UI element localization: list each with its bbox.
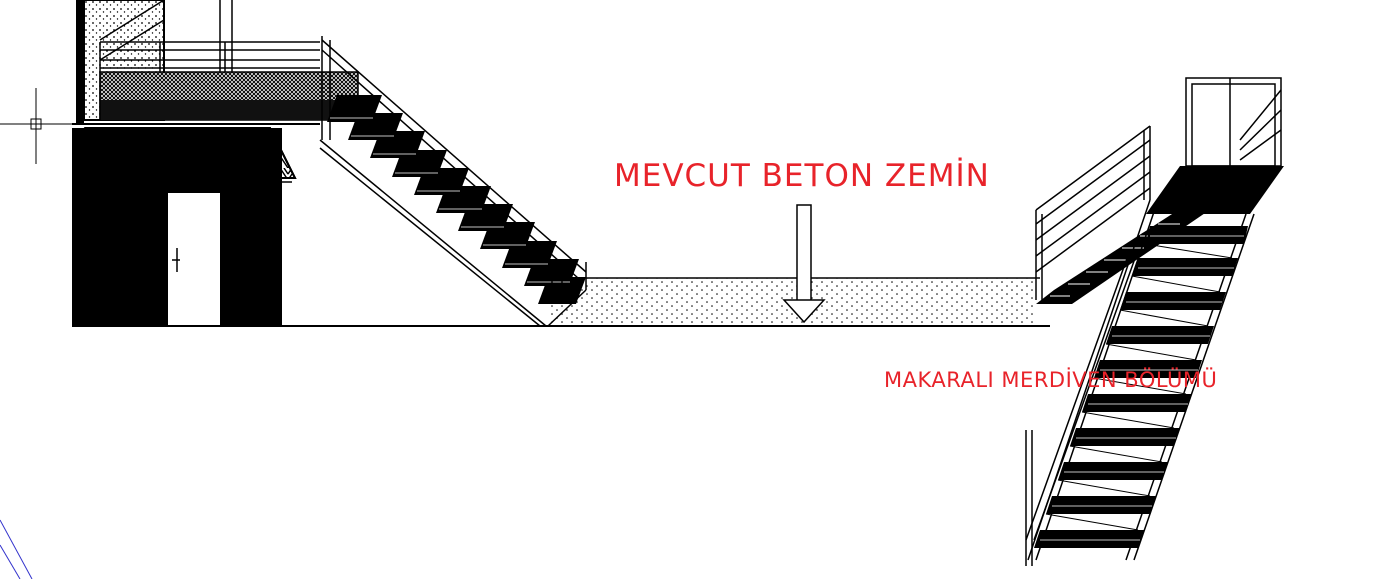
rolling-staircase — [1025, 77, 1284, 566]
coordinate-marker-icon — [0, 519, 33, 579]
side-railing — [1035, 125, 1151, 300]
door — [166, 191, 222, 327]
stair-treads — [327, 95, 586, 304]
door-handle-icon — [172, 248, 180, 272]
top-platform — [1146, 166, 1284, 214]
top-platform-railing — [1185, 77, 1282, 167]
rolling-stair-label: MAKARALI MERDİVEN BÖLÜMÜ — [884, 368, 1218, 392]
left-staircase — [319, 36, 587, 327]
upper-landing — [99, 41, 359, 121]
concrete-floor-label: MEVCUT BETON ZEMİN — [614, 158, 990, 194]
rolling-stair-treads — [1034, 226, 1248, 548]
left-building — [72, 0, 359, 327]
crosshair-icon — [0, 88, 72, 164]
down-arrow-icon — [782, 204, 826, 324]
